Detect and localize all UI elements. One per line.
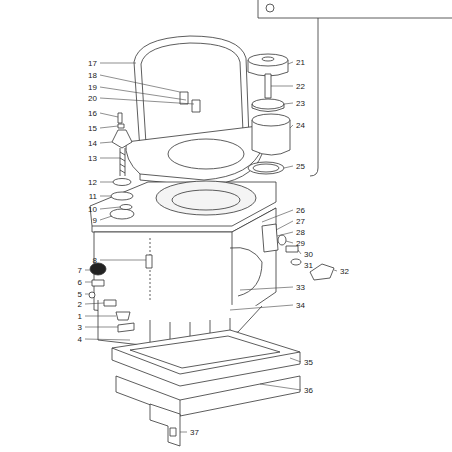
leader-line <box>271 86 293 87</box>
callout-number: 19 <box>88 83 97 92</box>
callout-number: 15 <box>88 124 97 133</box>
leader-line <box>100 63 136 64</box>
leader-line <box>262 210 293 222</box>
callout-number: 32 <box>340 267 349 276</box>
leader-line <box>180 432 187 433</box>
callout-number: 10 <box>88 205 97 214</box>
leader-line <box>290 358 301 362</box>
callout-number: 20 <box>88 94 97 103</box>
callout-number: 12 <box>88 178 97 187</box>
callout-number: 16 <box>88 109 97 118</box>
leader-line <box>100 260 146 261</box>
callout-number: 25 <box>296 162 305 171</box>
leader-line <box>85 303 104 304</box>
leader-line <box>85 327 118 328</box>
callout-number: 22 <box>296 82 305 91</box>
leader-line <box>100 216 112 220</box>
leader-line <box>240 287 293 290</box>
callout-number: 37 <box>190 428 199 437</box>
callout-number: 28 <box>296 228 305 237</box>
leader-line <box>85 294 89 295</box>
callout-number: 26 <box>296 206 305 215</box>
leader-line <box>100 113 118 117</box>
callout-number: 34 <box>296 301 305 310</box>
leader-line <box>284 166 293 168</box>
callout-number: 18 <box>88 71 97 80</box>
leader-line <box>290 125 293 128</box>
callout-number: 6 <box>78 278 82 287</box>
callout-number: 4 <box>78 335 82 344</box>
leader-line <box>100 98 194 104</box>
leader-line <box>100 87 186 100</box>
callout-number: 3 <box>78 323 82 332</box>
callout-number: 29 <box>296 239 305 248</box>
callout-number: 30 <box>304 250 313 259</box>
callout-number: 33 <box>296 283 305 292</box>
leader-line <box>276 221 293 230</box>
leader-line <box>260 384 301 390</box>
leader-line <box>277 232 293 236</box>
leader-line <box>230 305 293 310</box>
leader-line <box>288 62 293 64</box>
callout-number: 1 <box>78 312 82 321</box>
leader-line <box>100 126 118 128</box>
callout-number: 2 <box>78 300 82 309</box>
leader-line <box>334 270 337 271</box>
callout-number: 23 <box>296 99 305 108</box>
callout-number: 36 <box>304 386 313 395</box>
callout-number: 5 <box>78 290 82 299</box>
callout-number: 27 <box>296 217 305 226</box>
callout-number: 8 <box>93 256 97 265</box>
leader-line <box>100 207 120 209</box>
callout-number: 24 <box>296 121 305 130</box>
callout-number: 17 <box>88 59 97 68</box>
leader-line <box>298 250 301 254</box>
callout-number: 14 <box>88 139 97 148</box>
callout-number: 21 <box>296 58 305 67</box>
leader-line <box>85 282 92 283</box>
leader-line <box>100 158 120 159</box>
callout-number: 35 <box>304 358 313 367</box>
leader-line <box>100 196 111 197</box>
callout-number: 31 <box>304 261 313 270</box>
leader-line <box>100 75 180 92</box>
callout-number: 7 <box>78 266 82 275</box>
leader-line <box>100 182 113 183</box>
leader-line <box>85 270 90 271</box>
callout-number: 13 <box>88 154 97 163</box>
leader-line <box>284 103 293 104</box>
callout-number: 11 <box>89 192 97 201</box>
leader-line <box>85 316 116 317</box>
callout-number: 9 <box>93 216 97 225</box>
leader-line <box>286 241 293 243</box>
leader-line <box>85 339 130 340</box>
leader-line <box>100 142 112 143</box>
